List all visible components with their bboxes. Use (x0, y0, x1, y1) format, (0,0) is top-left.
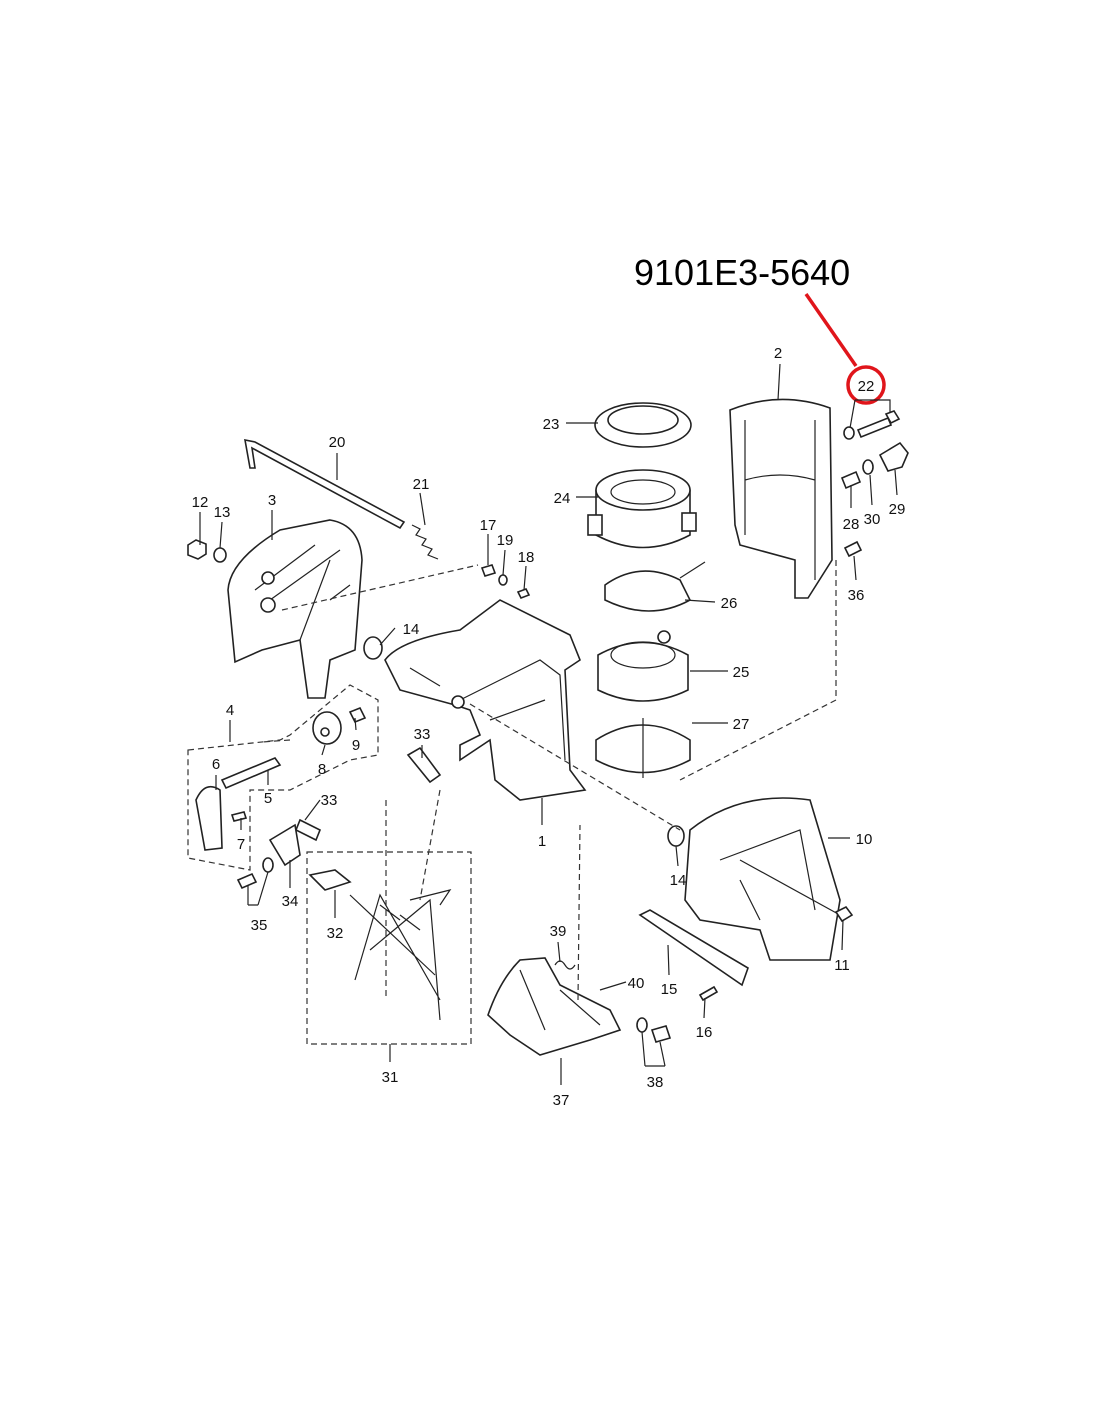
label-12: 12 (192, 494, 209, 511)
label-39: 39 (550, 923, 567, 940)
label-28: 28 (843, 516, 860, 533)
label-7: 7 (237, 836, 245, 853)
label-2: 2 (774, 345, 782, 362)
label-18: 18 (518, 549, 535, 566)
label-37: 37 (553, 1092, 570, 1109)
label-8: 8 (318, 761, 326, 778)
label-33: 33 (321, 792, 338, 809)
label-36: 36 (848, 587, 865, 604)
label-1: 1 (538, 833, 546, 850)
label-26: 26 (721, 595, 738, 612)
label-6: 6 (212, 756, 220, 773)
highlight-pointer (804, 293, 886, 405)
label-30: 30 (864, 511, 881, 528)
callout-labels: 1 2 3 4 5 6 7 8 9 10 11 12 13 14 14 15 1… (192, 345, 906, 1109)
label-13: 13 (214, 504, 231, 521)
label-4: 4 (226, 702, 234, 719)
label-25: 25 (733, 664, 750, 681)
label-22: 22 (858, 378, 875, 395)
label-35: 35 (251, 917, 268, 934)
label-3: 3 (268, 492, 276, 509)
label-21: 21 (413, 476, 430, 493)
label-11: 11 (834, 957, 850, 974)
part-number-title: 9101E3-5640 (634, 252, 850, 293)
label-31: 31 (382, 1069, 399, 1086)
label-34: 34 (282, 893, 299, 910)
label-23: 23 (543, 416, 560, 433)
label-33: 33 (414, 726, 431, 743)
label-27: 27 (733, 716, 750, 733)
label-19: 19 (497, 532, 514, 549)
label-5: 5 (264, 790, 272, 807)
label-10: 10 (856, 831, 873, 848)
label-40: 40 (628, 975, 645, 992)
label-14: 14 (670, 872, 687, 889)
parts-drawing (187, 363, 909, 1085)
label-16: 16 (696, 1024, 713, 1041)
label-24: 24 (554, 490, 571, 507)
label-29: 29 (889, 501, 906, 518)
label-14: 14 (403, 621, 420, 638)
label-15: 15 (661, 981, 678, 998)
label-32: 32 (327, 925, 344, 942)
label-9: 9 (352, 737, 360, 754)
label-38: 38 (647, 1074, 664, 1091)
label-17: 17 (480, 517, 497, 534)
label-20: 20 (329, 434, 346, 451)
